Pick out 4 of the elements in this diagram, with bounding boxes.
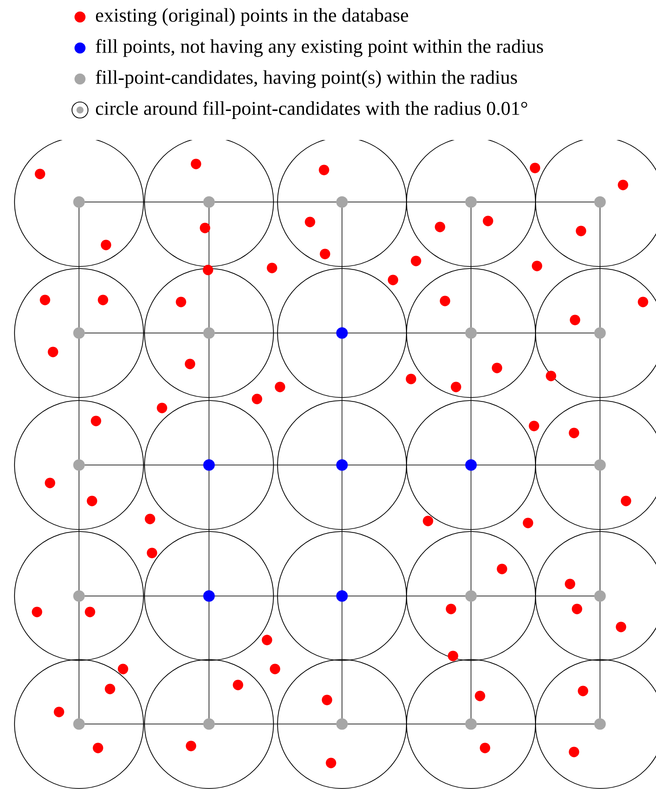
legend-text: circle around fill-point-candidates with the radius 0.01° (96, 101, 528, 119)
legend-text: fill-point-candidates, having point(s) within the radius (96, 70, 517, 88)
legend-text: fill points, not having any existing point within the radius (96, 39, 544, 57)
legend-text: existing (original) points in the database (96, 8, 408, 26)
